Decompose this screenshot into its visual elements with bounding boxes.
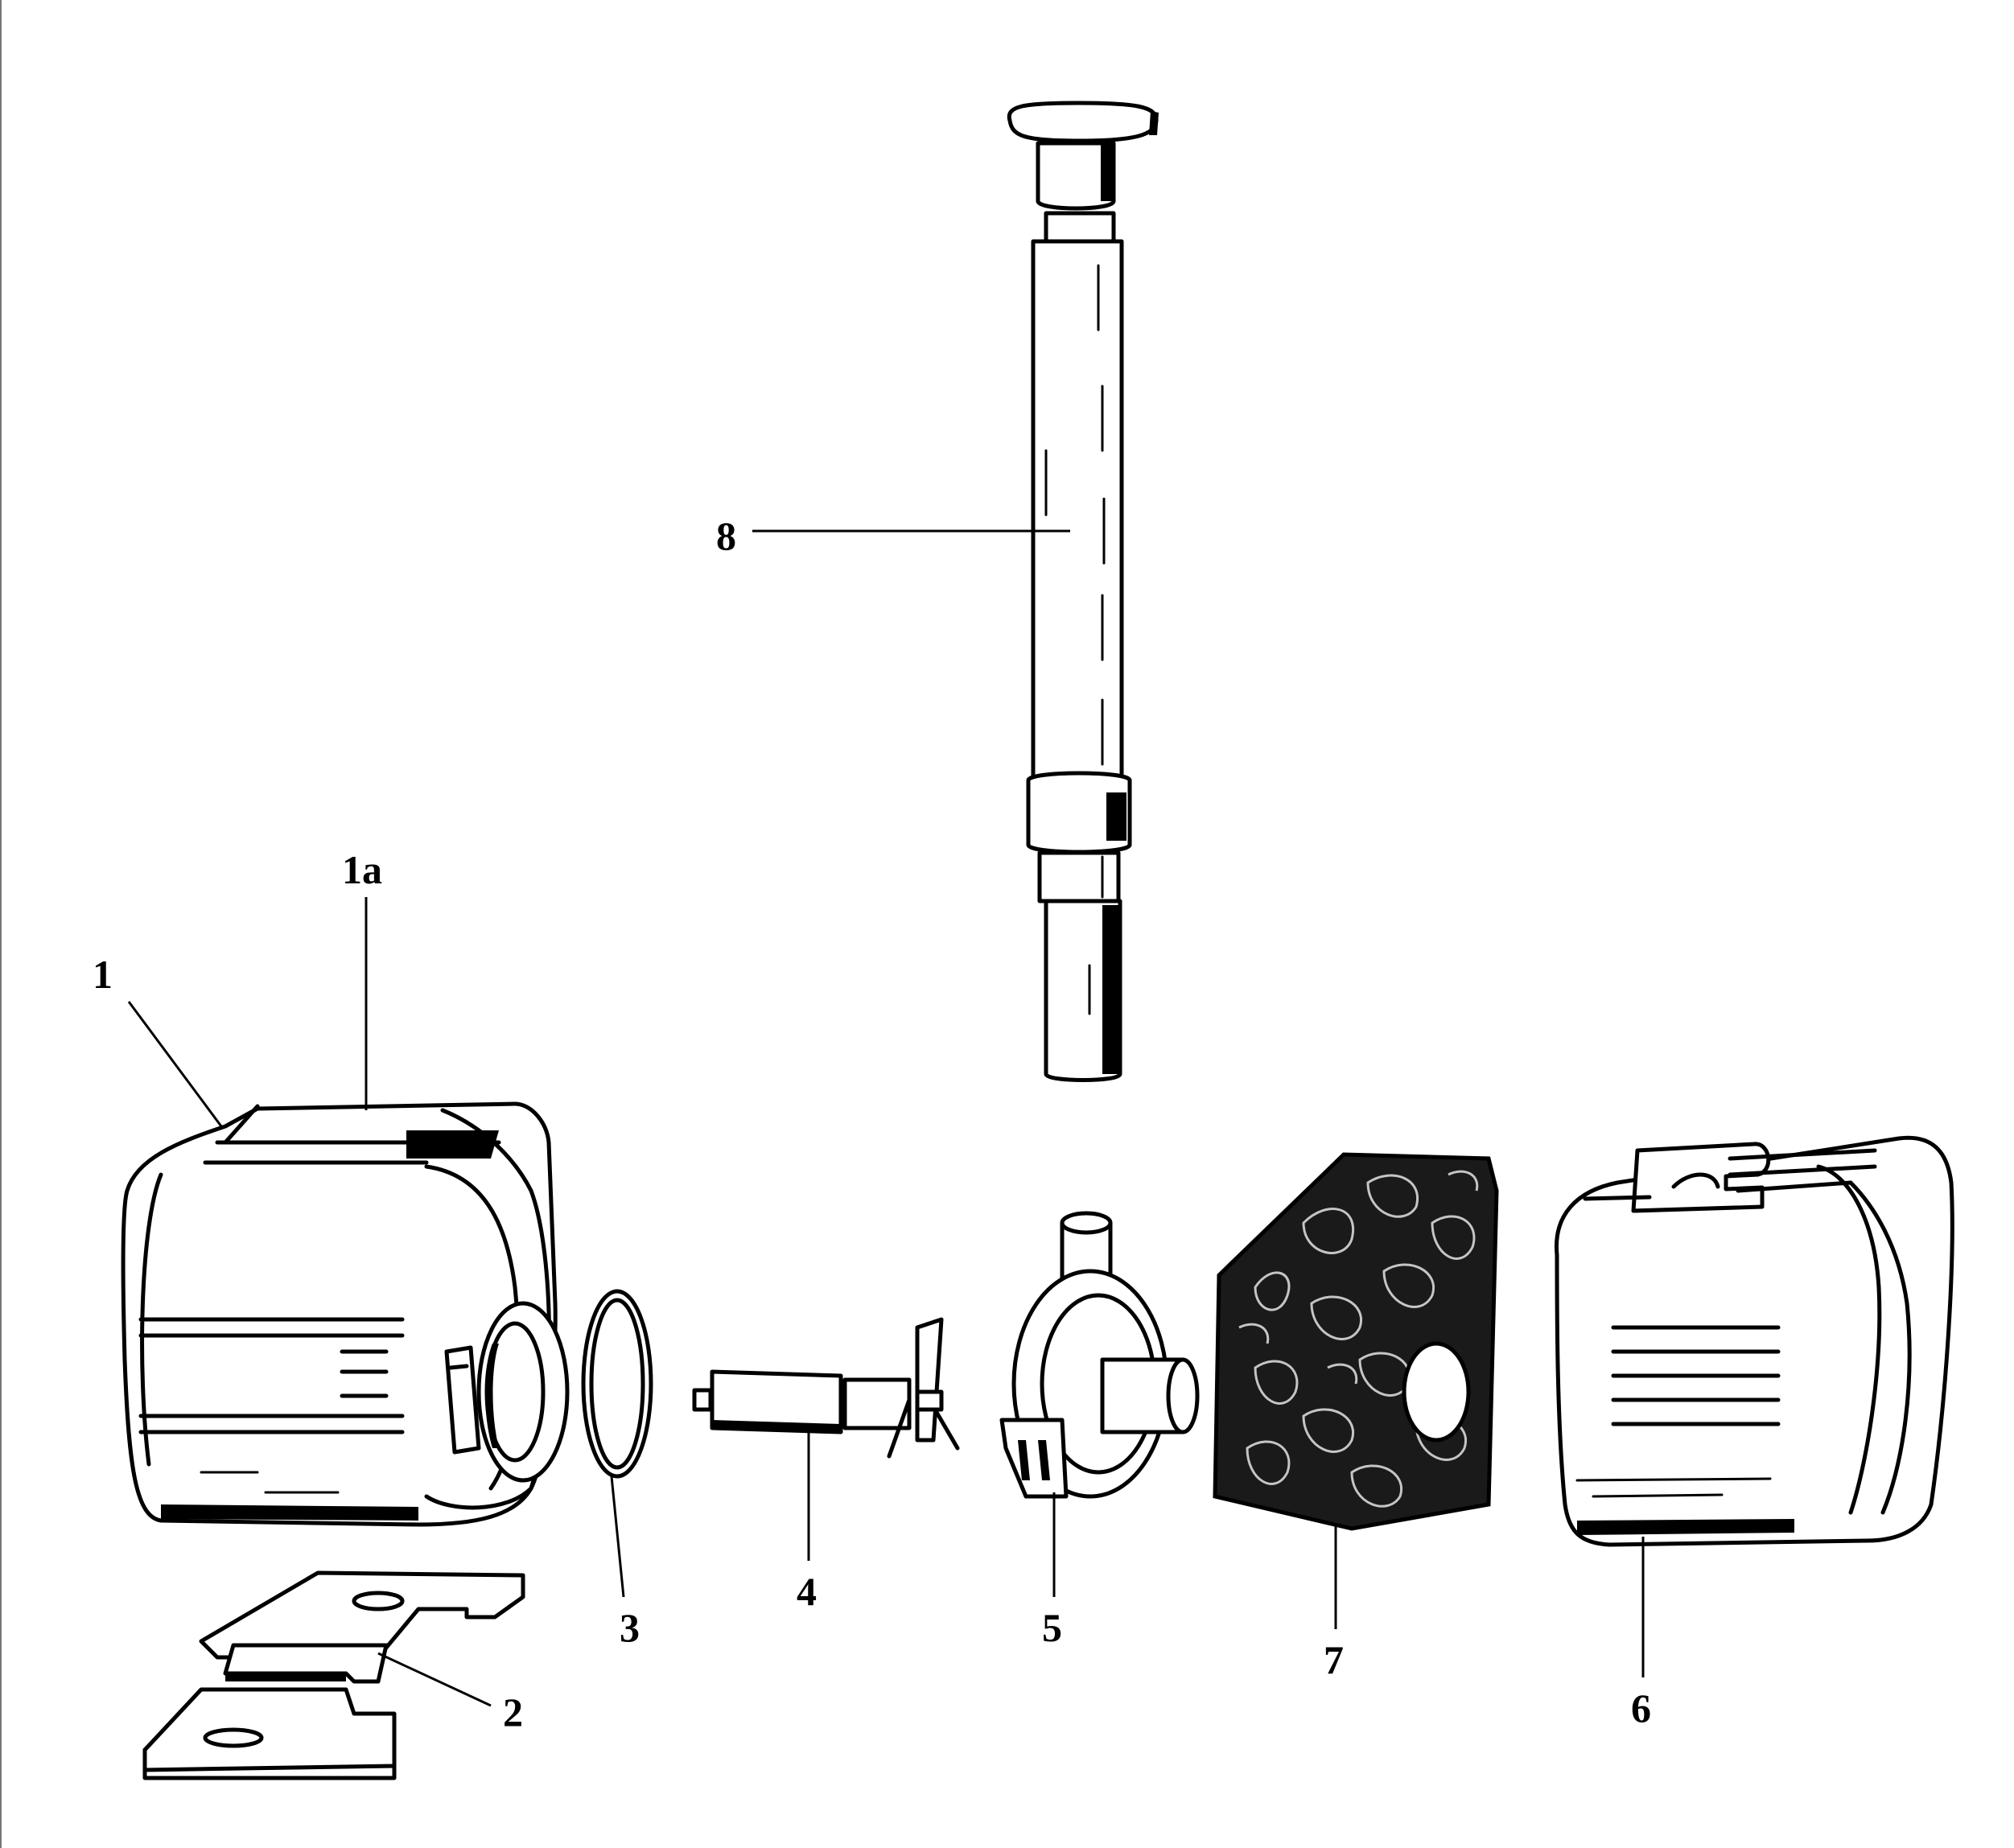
- callout-7: 7: [1324, 1637, 1344, 1682]
- part-8-riser-pipe: [1007, 101, 1159, 1082]
- callout-6: 6: [1631, 1685, 1651, 1731]
- part-6-filter-cover: [1554, 1135, 1954, 1547]
- callout-1: 1: [93, 952, 113, 997]
- callout-5: 5: [1042, 1605, 1062, 1650]
- callout-4: 4: [797, 1569, 817, 1614]
- callout-2: 2: [503, 1690, 523, 1735]
- part-1-pump-housing: [121, 1101, 570, 1527]
- leader-lines: [127, 529, 1645, 1707]
- callout-8: 8: [716, 513, 736, 558]
- part-4-impeller: [692, 1317, 960, 1459]
- callout-1a: 1a: [342, 847, 382, 892]
- part-3-o-ring: [581, 1289, 653, 1479]
- leader-2: [377, 1652, 492, 1707]
- callout-3: 3: [620, 1605, 640, 1650]
- leader-1: [127, 1001, 223, 1127]
- part-5-pump-head: [999, 1211, 1200, 1499]
- part-7-foam-filter: [1213, 1152, 1499, 1531]
- part-2-base-plate: [142, 1570, 525, 1780]
- callout-labels: 8 1 1a 2 3 4 5 7 6: [93, 513, 1651, 1735]
- leader-3: [610, 1476, 625, 1598]
